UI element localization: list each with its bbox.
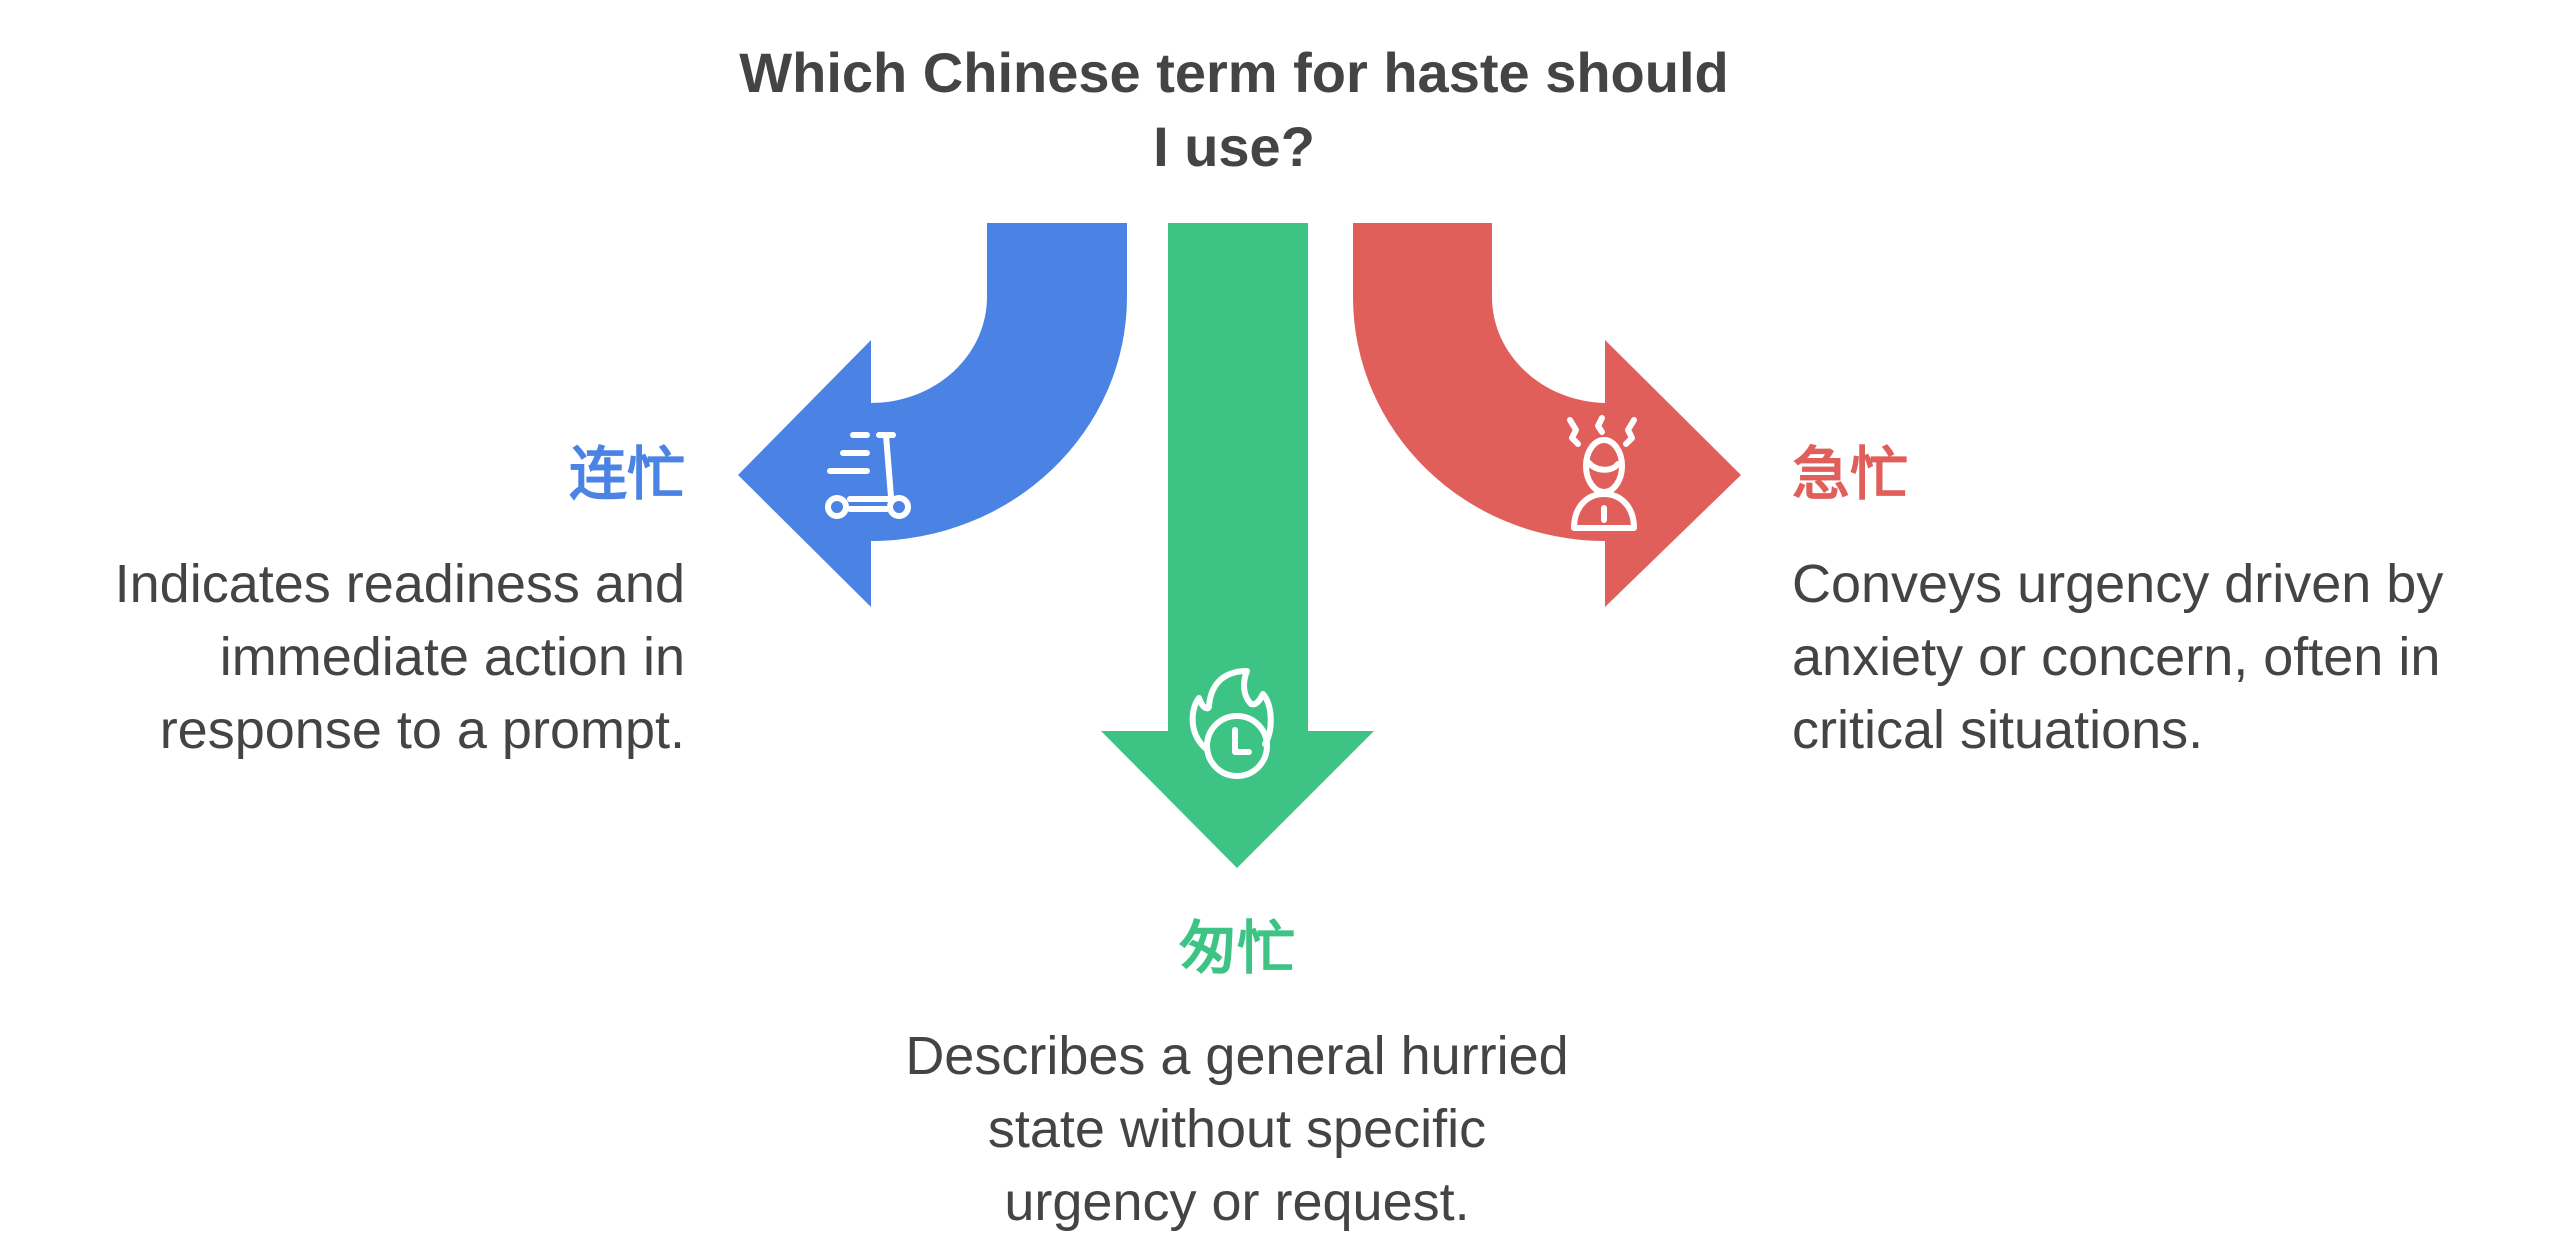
- term-lianmang: 连忙: [568, 442, 685, 507]
- title-line-1: Which Chinese term for haste should: [739, 41, 1729, 104]
- scooter-icon: [825, 432, 911, 519]
- title-line-2: I use?: [1153, 115, 1315, 178]
- right-arrow-red: [1353, 223, 1741, 607]
- description-line: Indicates readiness and: [114, 554, 685, 614]
- description-line: urgency or request.: [1004, 1172, 1470, 1232]
- description-line: immediate action in: [219, 627, 685, 687]
- description-line: Conveys urgency driven by: [1792, 554, 2444, 614]
- down-arrow-green: [1101, 223, 1374, 868]
- description-congmang: Describes a general hurried state withou…: [780, 1020, 1694, 1239]
- description-line: anxiety or concern, often in: [1792, 627, 2441, 687]
- description-line: critical situations.: [1792, 700, 2204, 760]
- term-jimang: 急忙: [1792, 442, 1909, 507]
- anxious-person-icon: [1567, 415, 1637, 531]
- description-line: state without specific: [987, 1099, 1487, 1159]
- description-jimang: Conveys urgency driven by anxiety or con…: [1792, 548, 2443, 767]
- left-arrow-blue: [738, 223, 1127, 607]
- fire-clock-icon: [1189, 668, 1274, 779]
- description-line: response to a prompt.: [159, 700, 685, 760]
- description-line: Describes a general hurried: [905, 1026, 1569, 1086]
- description-lianmang: Indicates readiness and immediate action…: [115, 548, 685, 767]
- term-congmang: 匆忙: [1178, 916, 1295, 981]
- page-title: Which Chinese term for haste should I us…: [678, 36, 1790, 184]
